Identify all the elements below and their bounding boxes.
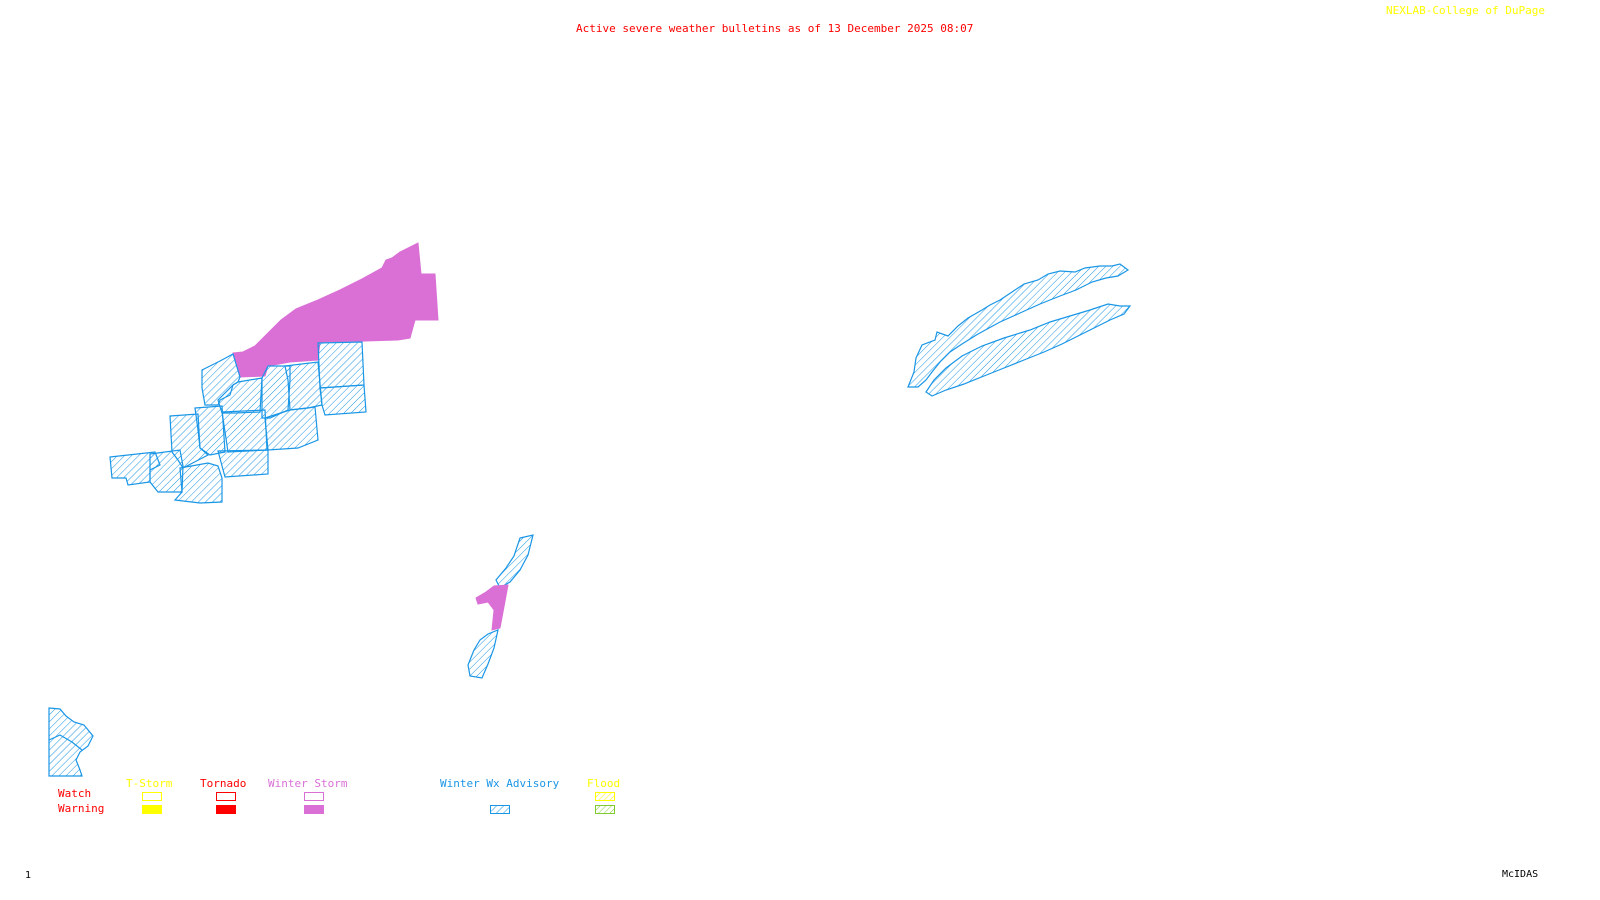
map-title: Active severe weather bulletins as of 13… [576, 22, 974, 35]
county-border [48, 734, 83, 751]
legend-flood-label: Flood [587, 777, 621, 790]
legend-tornado-warning-swatch [216, 805, 236, 814]
northeast-ohio-winter-wx-advisory [109, 341, 367, 504]
legend-winter-wx-advisory-label: Winter Wx Advisory [440, 777, 560, 790]
software-label: McIDAS [1502, 869, 1539, 880]
long-island-winter-wx-advisory [907, 263, 1132, 397]
legend-watch-label: Watch [58, 787, 92, 800]
legend-winter-storm-label: Winter Storm [268, 777, 348, 790]
frame-number: 1 [25, 870, 32, 881]
legend-flood-watch-swatch [595, 792, 615, 801]
legend-tornado-watch-swatch [216, 792, 236, 801]
legend-winter-wx-advisory-swatch [490, 805, 510, 814]
legend-winter-storm-warning-swatch [304, 805, 324, 814]
legend-tstorm-watch-swatch [142, 792, 162, 801]
legend-winter-storm-watch-swatch [304, 792, 324, 801]
credit-label: NEXLAB-College of DuPage [1386, 4, 1545, 17]
legend-tornado-label: Tornado [200, 777, 247, 790]
legend-flood-warning-swatch [595, 805, 615, 814]
narrow-coastal-winter-storm-warning [475, 584, 509, 631]
legend-tstorm-label: T-Storm [126, 777, 173, 790]
narrow-coastal-winter-wx-advisory [495, 534, 534, 589]
narrow-coastal-winter-wx-advisory-south [467, 629, 499, 679]
legend-warning-label: Warning [58, 802, 105, 815]
legend-tstorm-warning-swatch [142, 805, 162, 814]
lake-erie-snowbelt-winter-storm-warning [232, 242, 439, 378]
